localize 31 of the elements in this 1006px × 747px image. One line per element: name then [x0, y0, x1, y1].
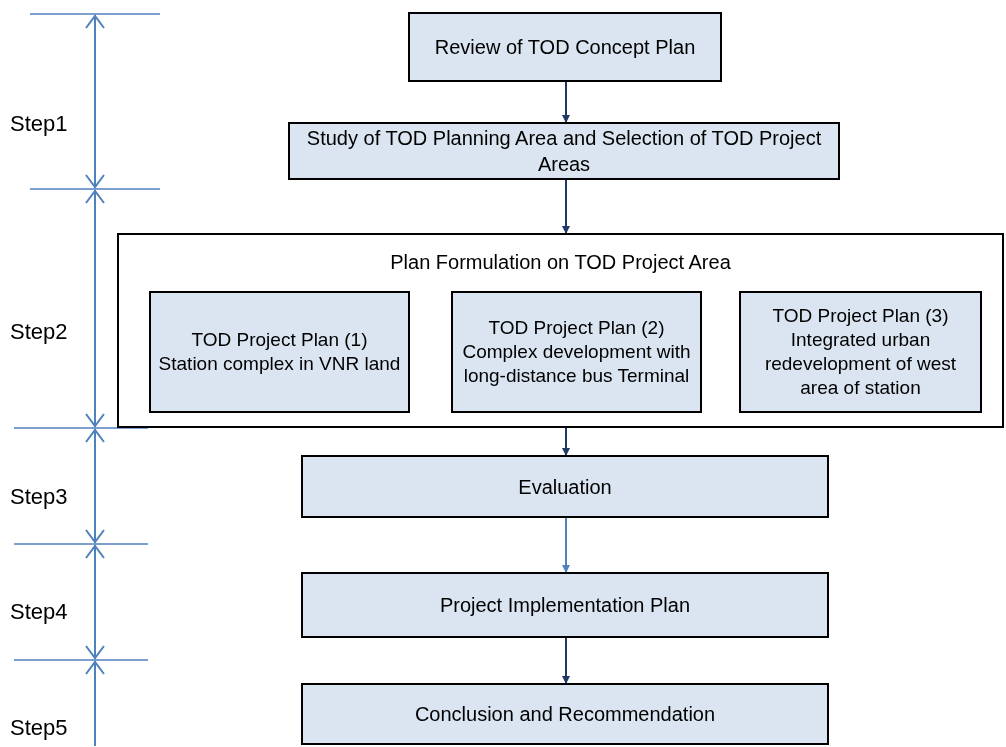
box-text: Evaluation [517, 474, 613, 500]
box-text: Integrated urban redevelopment of west area of station [763, 328, 958, 400]
process-box [149, 291, 410, 413]
step-label: Step3 [10, 484, 68, 510]
box-text: TOD Project Plan (3) [771, 304, 950, 328]
arrow [562, 637, 570, 684]
process-box [301, 683, 829, 745]
step-label: Step4 [10, 599, 68, 625]
step-label: Step1 [10, 111, 68, 137]
arrow [562, 427, 570, 456]
box-text: Station complex in VNR land [157, 352, 402, 376]
process-box [739, 291, 982, 413]
box-text: TOD Project Plan (1) [190, 328, 369, 352]
process-box [288, 122, 840, 180]
box-text: Study of TOD Planning Area and Selection of TOD Project Areas [305, 126, 823, 177]
step-label: Step2 [10, 319, 68, 345]
box-text: Conclusion and Recommendation [413, 702, 717, 727]
box-text: TOD Project Plan (2) [487, 316, 666, 340]
box-text: Project Implementation Plan [438, 593, 692, 618]
process-box [451, 291, 702, 413]
group-heading: Plan Formulation on TOD Project Area [389, 250, 732, 275]
process-box [301, 572, 829, 638]
arrow [562, 81, 570, 123]
process-box [301, 455, 829, 518]
box-text: Review of TOD Concept Plan [433, 35, 697, 60]
process-box [408, 12, 722, 82]
arrow [562, 517, 570, 573]
step-label: Step5 [10, 715, 68, 741]
arrow [562, 179, 570, 234]
group-frame [117, 233, 1004, 428]
box-text: Complex development with long-distance bus Terminal [461, 340, 692, 388]
